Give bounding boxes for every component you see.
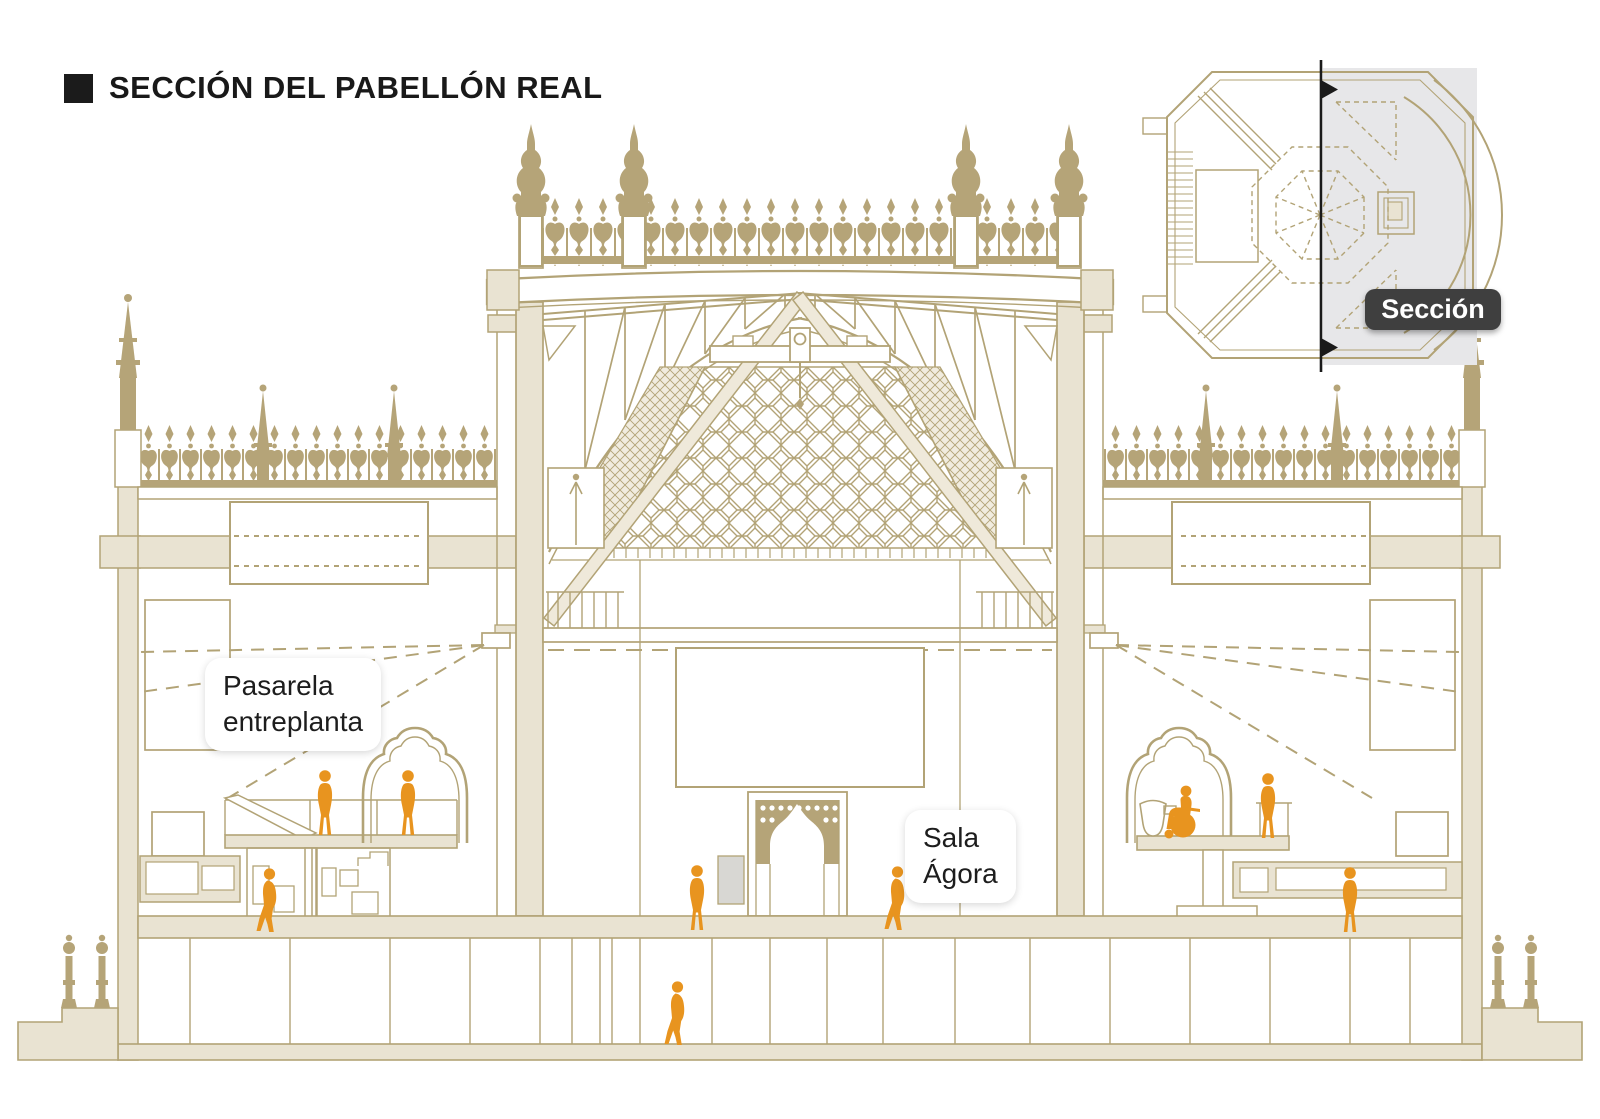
callout-line: Ágora — [923, 857, 998, 889]
person-figure — [400, 770, 416, 835]
section-arrow-icon — [1321, 80, 1338, 99]
callout-sala-agora: Sala Ágora — [905, 810, 1016, 904]
central-wall-left — [515, 301, 544, 917]
person-figure — [1260, 773, 1276, 838]
lamp-post-icon — [61, 934, 77, 1008]
wheelchair-person-figure — [1164, 785, 1200, 839]
left-mezzanine — [139, 726, 469, 933]
wall-panel — [717, 855, 745, 905]
lamp-post-icon — [1490, 934, 1506, 1008]
section-arrow-icon — [1321, 338, 1338, 357]
right-plinth — [1481, 1007, 1583, 1061]
basement-floor-slab — [117, 1043, 1483, 1061]
right-wing-shell — [1072, 294, 1500, 1060]
left-plinth — [17, 1007, 119, 1061]
callout-line: Pasarela — [223, 670, 334, 701]
callout-pasarela-entreplanta: Pasarela entreplanta — [205, 658, 382, 752]
gothic-portal — [747, 791, 848, 917]
pavilion-section — [17, 123, 1583, 1061]
title-block: SECCIÓN DEL PABELLÓN REAL — [64, 70, 603, 106]
page-title: SECCIÓN DEL PABELLÓN REAL — [109, 70, 603, 105]
main-floor-slab — [137, 915, 1463, 939]
seccion-badge: Sección — [1365, 289, 1501, 330]
person-figure — [317, 770, 333, 835]
lamp-post-icon — [94, 934, 110, 1008]
hall-catwalk — [542, 627, 1058, 643]
callout-line: entreplanta — [223, 705, 364, 737]
basement-partitions — [189, 938, 1411, 1044]
rafter-right — [791, 290, 1058, 628]
projection-screen — [675, 647, 925, 788]
lamp-post-icon — [1523, 934, 1539, 1008]
title-bullet-icon — [64, 74, 93, 103]
central-wall-right — [1056, 301, 1085, 917]
callout-line: Sala — [923, 822, 980, 853]
person-figure — [664, 981, 685, 1045]
